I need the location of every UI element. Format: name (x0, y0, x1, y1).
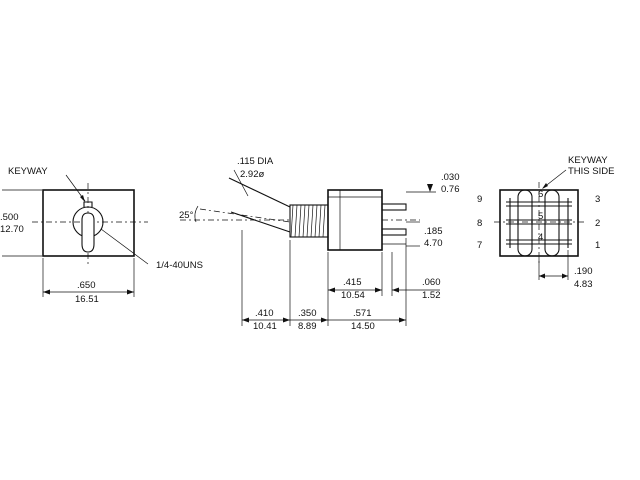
bushing-keyway-notch (83, 201, 93, 207)
side-overall-in: .571 (353, 308, 372, 319)
body-arrow-left (328, 287, 335, 293)
side-term-in: .030 (441, 172, 460, 183)
width-arrow-left (43, 289, 50, 295)
rear-this-side-label: THIS SIDE (568, 166, 614, 177)
spacing-arrow-right (562, 273, 568, 279)
side-body-in: .415 (343, 277, 362, 288)
pin-label-3: 3 (595, 194, 600, 205)
lever-upper-edge (228, 177, 291, 208)
overall-arrow-right (399, 317, 406, 323)
rear-keyway-arrow (542, 183, 548, 189)
side-bushing-mm: 8.89 (298, 321, 317, 332)
side-depth-mm: 4.70 (424, 238, 443, 249)
pin-label-4: 4 (538, 232, 543, 243)
side-pin-mm: 1.52 (422, 290, 441, 301)
angle-arc (194, 205, 199, 223)
pin-label-6: 6 (538, 189, 543, 200)
thread-leader (100, 228, 149, 265)
side-angle: 25° (179, 210, 194, 221)
front-face-outline (42, 189, 135, 257)
lever-arrow-right (283, 317, 290, 323)
side-wire-dia-mm: 2.92ø (240, 169, 264, 180)
lever-tip-line (199, 208, 291, 223)
terminal-column-right (544, 189, 560, 257)
pin-label-1: 1 (595, 240, 600, 251)
toggle-lever-front (81, 212, 95, 253)
width-arrow-right (127, 289, 134, 295)
side-body-mm: 10.54 (341, 290, 365, 301)
term-dim-arrow (427, 184, 433, 192)
side-depth-in: .185 (424, 226, 443, 237)
terminal-column-left (517, 189, 533, 257)
front-height-mm: 12.70 (0, 224, 24, 235)
pin-arrow-left (392, 287, 399, 293)
switch-body (327, 189, 383, 251)
rear-keyway-label: KEYWAY (568, 155, 608, 166)
rear-spacing-in: .190 (574, 266, 593, 277)
dia-leader (233, 169, 249, 197)
side-overall-mm: 14.50 (351, 321, 375, 332)
pin-label-5: 5 (538, 211, 543, 222)
bushing-arrow-right (321, 317, 328, 323)
side-wire-dia-in: .115 DIA (237, 156, 274, 167)
rear-spacing-mm: 4.83 (574, 279, 593, 290)
terminal-upper (381, 203, 407, 211)
front-thread-label: 1/4-40UNS (156, 260, 203, 271)
side-pin-in: .060 (422, 277, 441, 288)
pin-label-7: 7 (477, 240, 482, 251)
pin-label-2: 2 (595, 218, 600, 229)
side-term-mm: 0.76 (441, 184, 460, 195)
front-height-in: .500 (0, 212, 19, 223)
spacing-arrow-left (539, 273, 545, 279)
side-view: 25° .115 DIA 2.92ø .030 0.76 (179, 156, 460, 332)
side-bushing-in: .350 (298, 308, 317, 319)
side-lever-mm: 10.41 (253, 321, 277, 332)
lever-lower-edge (230, 211, 291, 233)
lever-arrow-left (242, 317, 249, 323)
front-width-mm: 16.51 (75, 294, 99, 305)
side-lever-in: .410 (255, 308, 274, 319)
terminal-lower (381, 228, 407, 236)
front-view: KEYWAY .500 12.70 1/4-40UNS .650 16.51 (0, 166, 203, 305)
pin-label-8: 8 (477, 218, 482, 229)
thread-hatching (290, 204, 326, 238)
pin-label-9: 9 (477, 194, 482, 205)
body-arrow-right (375, 287, 382, 293)
front-keyway-label: KEYWAY (8, 166, 48, 177)
rear-view: KEYWAY THIS SIDE 9 8 7 3 2 1 6 5 4 .190 … (477, 155, 614, 290)
front-width-in: .650 (77, 280, 96, 291)
keyway-leader-arrow (80, 195, 85, 202)
